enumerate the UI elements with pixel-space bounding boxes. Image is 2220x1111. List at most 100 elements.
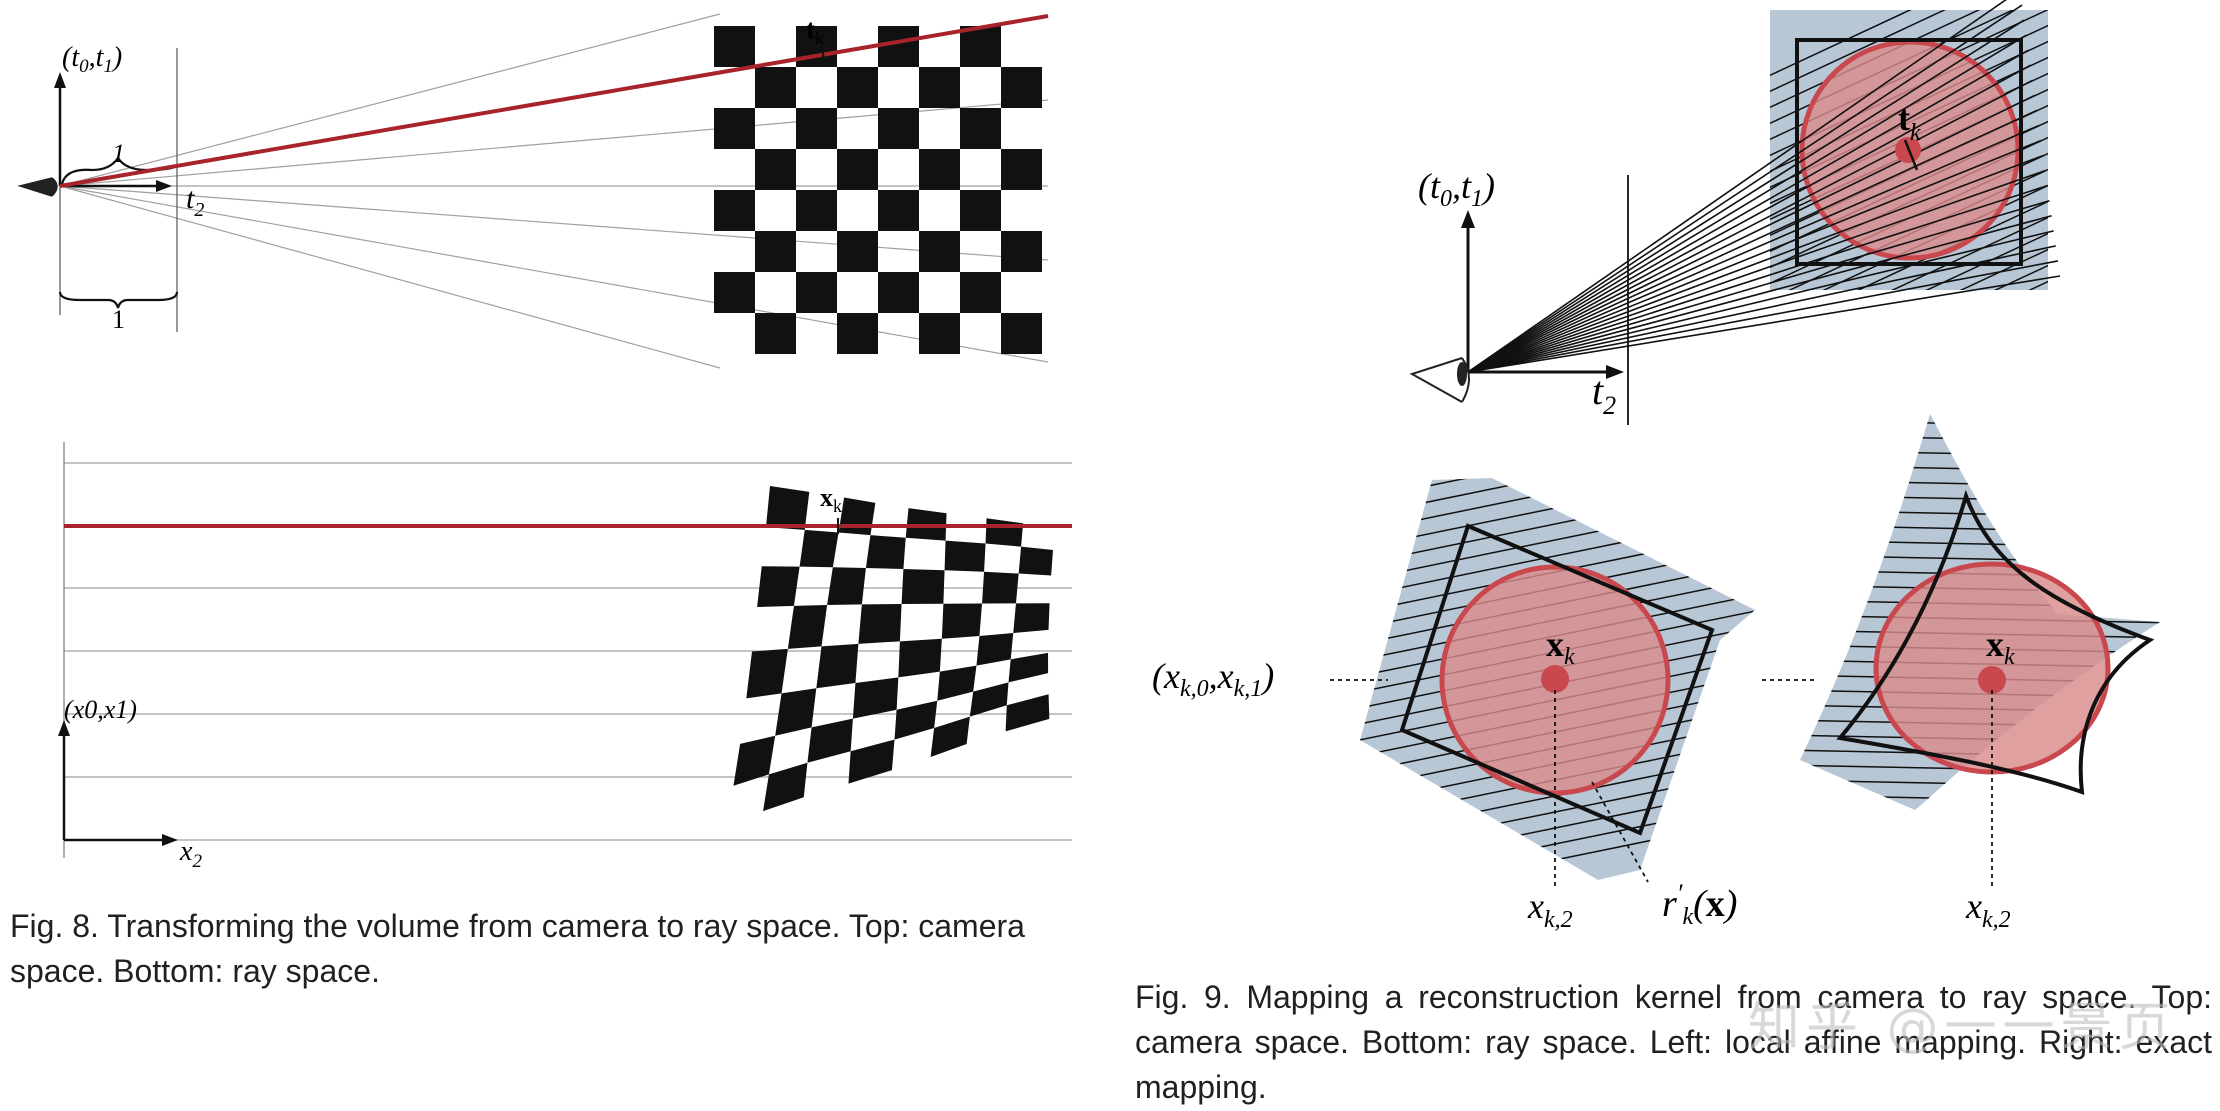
fig9-bottom-axis-label: (xk,0,xk,1) [1152,656,1274,702]
hatch-line [1925,232,2048,290]
fig8-bottom-axis-label: (x0,x1) [64,695,137,724]
checker-square [755,67,796,108]
hatch-line [1800,464,2160,474]
fig9-tk-label: tk [1898,98,1921,146]
checker-square [837,149,878,190]
checker-square [944,540,986,572]
checker-square [837,231,878,272]
fig8-brace-lower-label: 1 [112,305,125,334]
fig8-camera-ray [59,185,1049,363]
fig8-tk-label: tk [806,14,824,48]
fig9-exact-mapping: xk xk,2 [1762,414,2180,933]
hatch-line [1340,382,1780,472]
checker-square [714,26,755,67]
checker-square [901,569,945,605]
hatch-line [1780,825,2180,833]
checker-square [1018,546,1054,576]
fig9-camera-ray [1467,260,2059,373]
fig9-camera-ray [1467,124,2040,373]
fig8-tk-tick [821,45,825,63]
checker-square [919,313,960,354]
fig9-camera-rays [1467,0,2061,373]
fig8-xk-label: xk [820,483,842,516]
fig9-camera-ray [1467,169,2046,373]
fig9-axis-label: (t0,t1) [1418,166,1495,212]
checker-square [982,571,1019,604]
checker-square [919,149,960,190]
fig8-x2-axis-arrow [162,834,178,846]
hatch-line [1770,10,1912,77]
fig8-t2-axis-arrow [156,180,172,192]
checker-square [807,718,853,763]
fig9-camera-ray [1467,34,2027,373]
hatch-line [1340,350,1780,440]
checker-square [894,700,938,740]
fig9-camera-ray [1467,4,2023,373]
checker-square [775,688,817,736]
fig9-tk-tick [1903,139,1919,171]
checker-square [976,633,1014,666]
eye-icon [17,177,58,197]
fig9-xk-label-right: xk [1986,624,2015,670]
checker-square [827,567,866,606]
fig9-camera-ray [1467,154,2044,373]
fig8-t-axis-arrow [54,72,66,88]
fig9-rk-guide [1591,781,1649,883]
fig9-affine-kernel-center [1541,665,1569,693]
checker-square [757,566,800,608]
checker-square [941,603,983,639]
checker-square [714,190,755,231]
hatch-line [1800,494,2160,504]
fig9-camera-ray [1467,94,2036,373]
checker-square [960,272,1001,313]
fig8-camera-checkerboard [714,26,1042,354]
checker-square [755,313,796,354]
fig8-x2-label: x2 [179,836,202,872]
fig8-camera-ray [59,185,1049,261]
fig9-affine-frame [1399,523,1715,836]
fig9-t-axis-arrow [1461,210,1475,228]
fig9-t2-label: t2 [1592,368,1616,420]
fig9-camera-ray [1467,245,2056,373]
fig9-top-frame [1795,38,2023,266]
fig9-camera-space: (t0,t1) t2 tk [1409,0,2061,425]
fig8-t2-label: t2 [186,182,204,221]
checker-square [865,535,906,570]
checker-square [1001,231,1042,272]
fig9-affine-mapping: xk (xk,0,xk,1) xk,2 r′k(x) [1152,350,1780,933]
checker-square [930,716,970,758]
fig9-camera-ray [1467,215,2052,373]
hatch-line [1800,809,2160,810]
checker-square [919,231,960,272]
hatch-line [1800,779,2160,789]
fig8-brace-upper-label: 1 [112,139,125,168]
checker-square [878,190,919,231]
fig8-caption: Fig. 8. Transforming the volume from cam… [10,908,1025,989]
checker-square [937,665,977,701]
checker-square [1001,313,1042,354]
checker-square [1001,67,1042,108]
checker-square [733,735,776,786]
checker-square [858,604,902,644]
hatch-line [1770,10,1947,93]
checker-square [969,682,1009,717]
checker-square [837,67,878,108]
fig9-xk2-label-left: xk,2 [1527,886,1573,933]
fig9-camera-ray [1467,230,2054,373]
checker-square [960,108,1001,149]
hatch-line [1959,248,2048,290]
eye-icon [1409,357,1470,403]
fig9-camera-ray [1467,79,2033,373]
fig8-ray-checkerboard [733,486,1054,812]
checker-square [755,231,796,272]
hatch-line [1360,478,1755,489]
fig9-camera-ray [1467,139,2042,373]
hatch-line [1800,449,2160,459]
checker-square [755,149,796,190]
checker-square [878,272,919,313]
fig9-caption: Fig. 9. Mapping a reconstruction kernel … [1135,979,2212,1105]
fig9-t2-axis-arrow [1606,365,1624,379]
fig9-camera-ray [1467,19,2025,373]
checker-square [1005,694,1050,732]
fig9-exact-frame [1836,489,2155,795]
